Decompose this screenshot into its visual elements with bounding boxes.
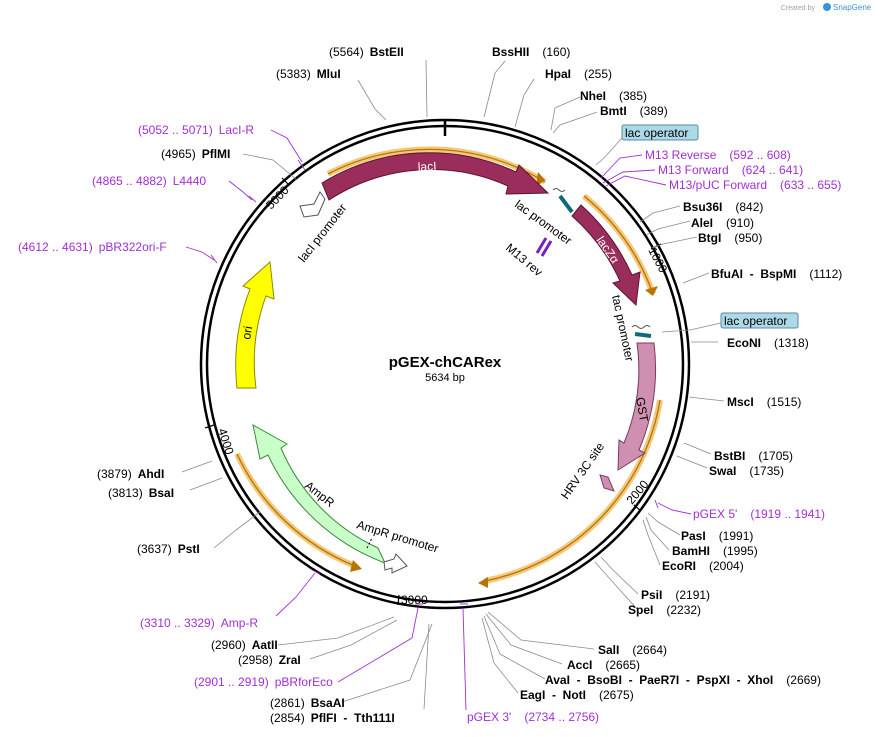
restriction-sites: (5564)BstEII BssHII(160) (5383)MluI HpaI… [97, 45, 842, 725]
primer-pbr322ori-f[interactable]: (4612 .. 4631)pBR322ori-F [18, 240, 167, 254]
lacI-arrow [321, 152, 550, 201]
lacZ-arrow [571, 204, 641, 307]
site-zrai[interactable]: (2958)ZraI [238, 653, 301, 667]
gst-label: GST [633, 396, 651, 423]
site-avai-group[interactable]: AvaI - BsoBI - PaeR7I - PspXI - XhoI(266… [545, 673, 821, 687]
site-alei[interactable]: AleI(910) [691, 216, 754, 230]
primer-l4440[interactable]: (4865 .. 4882)L4440 [92, 174, 206, 188]
lacI-promoter-arrow [299, 191, 326, 218]
tick-2000-mark [633, 504, 642, 512]
site-swai[interactable]: SwaI(1735) [709, 464, 784, 478]
backbone-outer-ring [199, 118, 691, 610]
lacZ-orf-arc [582, 193, 656, 295]
primer-leaders [185, 129, 692, 711]
lac-operator-2-mark [634, 332, 652, 338]
tick-5000-mark [281, 177, 289, 185]
lac-operator-1-mark [558, 194, 574, 214]
site-ahdi[interactable]: (3879)AhdI [97, 467, 164, 481]
ampr-promoter-arrow [383, 553, 408, 574]
site-bmti[interactable]: BmtI(389) [600, 104, 668, 118]
site-bsu36i[interactable]: Bsu36I(842) [683, 200, 763, 214]
hrv3c-site-label: HRV 3C site [558, 440, 607, 502]
site-btgi[interactable]: BtgI(950) [698, 231, 762, 245]
primer-pgex-5[interactable]: pGEX 5'(1919 .. 1941) [693, 507, 825, 521]
site-bamhi[interactable]: BamHI(1995) [672, 544, 758, 558]
primer-pbrforeco[interactable]: (2901 .. 2919)pBRforEco [194, 675, 333, 689]
site-psti[interactable]: (3637)PstI [137, 542, 200, 556]
plasmid-length: 5634 bp [425, 372, 465, 384]
site-bsai[interactable]: (3813)BsaI [108, 486, 174, 500]
site-nhei[interactable]: NheI(385) [580, 89, 647, 103]
ori-arrow [235, 260, 275, 389]
gst-arrow [617, 342, 657, 471]
lac-operator-1-label: lac operator [625, 126, 688, 140]
site-sali[interactable]: SalI(2664) [598, 643, 667, 657]
primer-m13-reverse[interactable]: M13 Reverse(592 .. 608) [645, 148, 791, 162]
tick-1000: 1000 [645, 245, 670, 275]
site-mlui[interactable]: (5383)MluI [276, 67, 341, 81]
primers: (5052 .. 5071)LacI-R M13 Reverse(592 .. … [18, 123, 841, 724]
site-spei[interactable]: SpeI(2232) [628, 603, 701, 617]
site-ecori[interactable]: EcoRI(2004) [662, 559, 744, 573]
snapgene-logo-icon [823, 3, 831, 11]
credit-brand: SnapGene [833, 3, 872, 12]
site-aatii[interactable]: (2960)AatII [211, 638, 278, 652]
site-hpai[interactable]: HpaI(255) [545, 67, 612, 81]
plasmid-title: pGEX-chCARex [389, 354, 502, 371]
hrv3c-site-mark [599, 474, 615, 492]
lacI-label: lacI [417, 159, 436, 174]
site-psii[interactable]: PsiI(2191) [641, 588, 710, 602]
site-bsteii[interactable]: (5564)BstEII [329, 45, 404, 59]
feature-lacI[interactable]: lacI [321, 152, 550, 201]
m13-rev-label: M13 rev [503, 241, 545, 280]
site-econi[interactable]: EcoNI(1318) [727, 336, 809, 350]
feature-ori[interactable]: ori [235, 260, 275, 389]
tick-5000: 5000 [263, 183, 292, 212]
site-bsaai[interactable]: (2861)BsaAI [270, 696, 345, 710]
credit-created-by: Created by [781, 5, 816, 12]
site-bsshii[interactable]: BssHII(160) [492, 45, 570, 59]
site-bfuai-bspmi[interactable]: BfuAI - BspMI(1112) [711, 267, 842, 281]
ampr-arrow [252, 424, 386, 564]
primer-amp-r[interactable]: (3310 .. 3329)Amp-R [140, 616, 258, 630]
site-bstbi[interactable]: BstBI(1705) [714, 449, 793, 463]
primer-laci-r[interactable]: (5052 .. 5071)LacI-R [138, 123, 254, 137]
lac-operator-1-box[interactable] [621, 124, 699, 141]
lac-operator-2-box[interactable] [720, 312, 799, 329]
site-pflfi-tth111i[interactable]: (2854)PflFI - Tth111I [270, 711, 395, 725]
primer-pgex-3[interactable]: pGEX 3'(2734 .. 2756) [467, 710, 599, 724]
ori-label: ori [239, 325, 255, 341]
primer-m13-forward[interactable]: M13 Forward(624 .. 641) [658, 163, 803, 177]
tick-4000-mark [204, 424, 215, 429]
site-pflmi[interactable]: (4965)PflMI [161, 147, 230, 161]
site-eagi-noti[interactable]: EagI - NotI(2675) [520, 688, 634, 702]
site-leaders [181, 59, 725, 710]
m13-rev-arrow [535, 237, 553, 257]
site-acci[interactable]: AccI(2665) [567, 658, 640, 672]
tick-3000: 3000 [401, 593, 428, 607]
site-msci[interactable]: MscI(1515) [727, 395, 801, 409]
feature-gst[interactable]: GST [617, 342, 657, 471]
tac-promoter-label: tac promoter [609, 294, 637, 363]
lac-operator-2-label: lac operator [724, 314, 787, 328]
site-pasi[interactable]: PasI(1991) [681, 529, 753, 543]
tick-3000-mark [397, 594, 400, 606]
primer-m13-puc-forward[interactable]: M13/pUC Forward(633 .. 655) [669, 178, 841, 192]
feature-ampr[interactable]: AmpR [252, 424, 386, 564]
